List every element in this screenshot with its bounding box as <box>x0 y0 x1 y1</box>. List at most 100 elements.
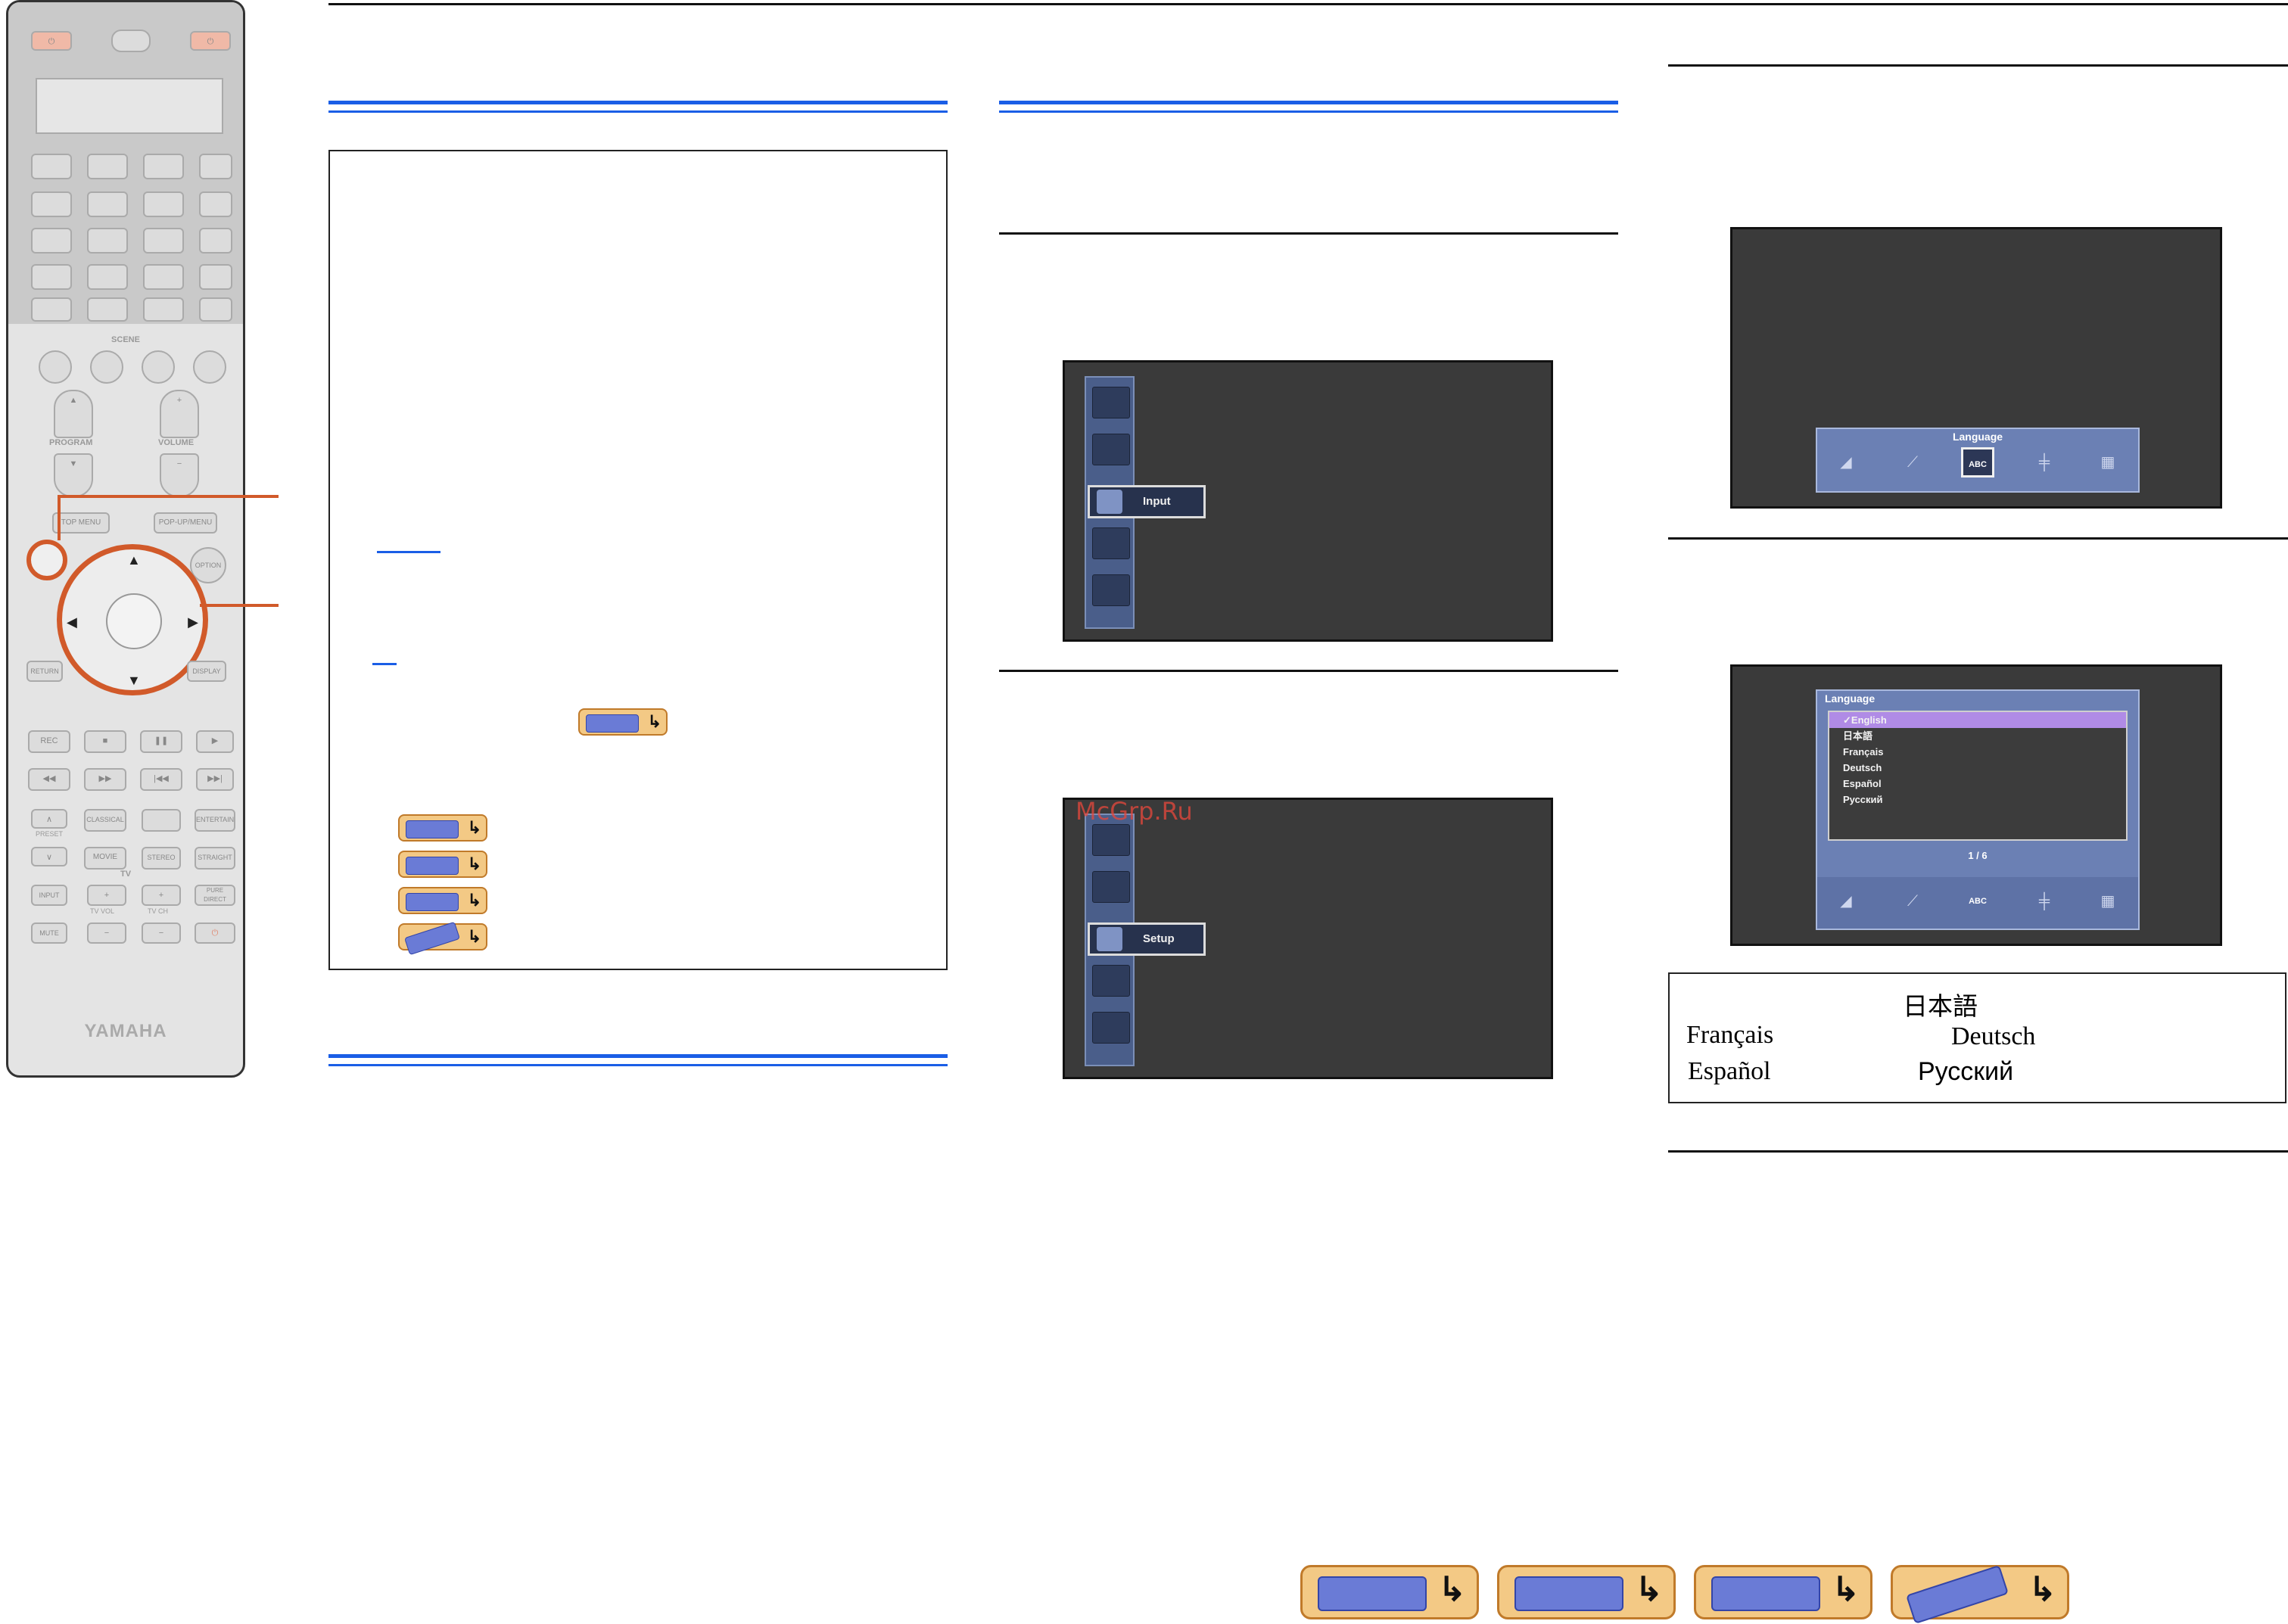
top-menu-button: TOP MENU <box>52 512 110 534</box>
preset-label: PRESET <box>36 830 64 838</box>
entertain-button: ENTERTAIN <box>195 809 235 832</box>
language-list-item: 日本語 <box>1843 730 1873 742</box>
language-bar: Language ◢ ⟋ ABC ╪ ▦ <box>1816 428 2140 493</box>
cursor-left-icon: ◀ <box>67 614 77 630</box>
rear-panel-nav-small-button[interactable]: ↳ <box>398 887 487 914</box>
remote-key <box>31 228 72 254</box>
remote-key <box>199 154 232 179</box>
cursor-up-icon: ▲ <box>127 552 141 568</box>
remote-key <box>87 264 128 290</box>
watermark: McGrp.Ru <box>1076 797 1193 826</box>
menu-icon <box>1092 965 1130 997</box>
classical-button: CLASSICAL <box>84 809 126 832</box>
menu-icon <box>1092 387 1130 418</box>
remote-key <box>143 154 184 179</box>
language-panel-title: Language <box>1825 692 1876 705</box>
yamaha-logo: YAMAHA <box>84 1021 167 1041</box>
popup-menu-button: POP-UP/MENU <box>154 512 217 534</box>
arrow-icon: ↳ <box>467 854 481 873</box>
nav-remote-button[interactable]: ↳ <box>1891 1564 2069 1624</box>
link-underline[interactable] <box>377 551 440 553</box>
remote-nav-small-button[interactable]: ↳ <box>398 921 487 956</box>
stop-button: ■ <box>84 730 126 753</box>
nav-front-panel-button[interactable]: ↳ <box>1497 1565 1676 1619</box>
scene-4-button <box>193 350 226 384</box>
remote-key <box>199 264 232 290</box>
play-button: ▶ <box>196 730 234 753</box>
option-button: OPTION <box>190 547 226 583</box>
speaker-icon: ◢ <box>1840 893 1852 910</box>
menu-icon <box>1092 434 1130 465</box>
step-rule-1 <box>999 232 1618 235</box>
remote-key <box>143 228 184 254</box>
pure-direct-button: PURE DIRECT <box>195 885 235 906</box>
nav-rear-panel-button[interactable]: ↳ <box>1694 1565 1872 1619</box>
front-panel-icon <box>1514 1576 1623 1611</box>
tv-vol-down-button: − <box>87 922 126 944</box>
center-key-icon <box>111 30 151 52</box>
screen-input-menu: Input <box>1063 360 1553 642</box>
volume-label: VOLUME <box>158 438 195 447</box>
remote-key <box>31 297 72 322</box>
volume-up-button: + <box>160 390 199 438</box>
remote-key <box>87 228 128 254</box>
power-right-icon: ⏻ <box>190 31 231 51</box>
movie-button: MOVIE <box>84 847 126 870</box>
scene-3-button <box>142 350 175 384</box>
wrench-icon: ⟋ <box>1907 893 1918 910</box>
arrow-icon: ↳ <box>1832 1571 1860 1608</box>
program-label: PROGRAM <box>49 438 93 447</box>
skip-back-button: |◀◀ <box>140 768 182 791</box>
tv-label: TV <box>120 870 132 879</box>
section-rule-2 <box>328 1054 948 1066</box>
grid-icon: ▦ <box>2100 454 2115 471</box>
pause-button: ❚❚ <box>140 730 182 753</box>
tv-vol-up-button: + <box>87 885 126 906</box>
remote-key <box>143 191 184 217</box>
setup-nav-inline-button[interactable]: ↳ <box>578 708 668 736</box>
power-left-icon: ⏻ <box>31 31 72 51</box>
grid-icon: ▦ <box>2100 893 2115 910</box>
skip-forward-button: ▶▶| <box>196 768 234 791</box>
language-page-indicator: 1 / 6 <box>1968 850 1988 861</box>
preset-down-button: ∨ <box>31 847 67 866</box>
receiver-nav-small-button[interactable]: ↳ <box>398 814 487 842</box>
step-rule-5 <box>1668 1150 2288 1153</box>
tv-vol-label: TV VOL <box>90 907 115 915</box>
language-list-item: ✓English <box>1829 712 2126 728</box>
remote-key <box>87 154 128 179</box>
language-list-item: Deutsch <box>1843 762 1882 773</box>
top-rule <box>328 3 2288 5</box>
front-panel-nav-small-button[interactable]: ↳ <box>398 851 487 878</box>
return-button: RETURN <box>26 661 63 682</box>
speaker-icon: ◢ <box>1840 454 1852 471</box>
program-up-button: ▲ <box>54 390 93 438</box>
rear-panel-icon <box>1711 1576 1820 1611</box>
equalizer-icon: ╪ <box>2038 454 2050 471</box>
language-bar-title: Language <box>1952 431 2003 443</box>
step-rule-4 <box>1668 537 2288 540</box>
rewind-button: ◀◀ <box>28 768 70 791</box>
language-cell-japanese: 日本語 <box>1903 991 1978 1021</box>
language-list-item: Русский <box>1843 794 1883 805</box>
remote-key <box>87 191 128 217</box>
remote-key <box>87 297 128 322</box>
remote-key <box>31 191 72 217</box>
display-button: DISPLAY <box>187 661 226 682</box>
link-underline-short[interactable] <box>372 663 397 665</box>
wrench-icon: ⟋ <box>1907 454 1918 471</box>
nav-receiver-button[interactable]: ↳ <box>1300 1565 1479 1619</box>
remote-key <box>143 264 184 290</box>
language-list-item: Español <box>1843 778 1882 789</box>
screen-setup-menu: Setup McGrp.Ru <box>1063 797 1553 1079</box>
callout-line-return-v <box>58 495 61 540</box>
language-cell-spanish: Español <box>1688 1057 1771 1085</box>
remote-key <box>199 191 232 217</box>
tv-ch-down-button: − <box>142 922 181 944</box>
remote-lcd <box>36 78 223 134</box>
arrow-icon: ↳ <box>467 818 481 837</box>
arrow-icon: ↳ <box>647 712 661 731</box>
scene-2-button <box>90 350 123 384</box>
receiver-icon <box>1318 1576 1427 1611</box>
step-rule-3 <box>1668 64 2288 67</box>
